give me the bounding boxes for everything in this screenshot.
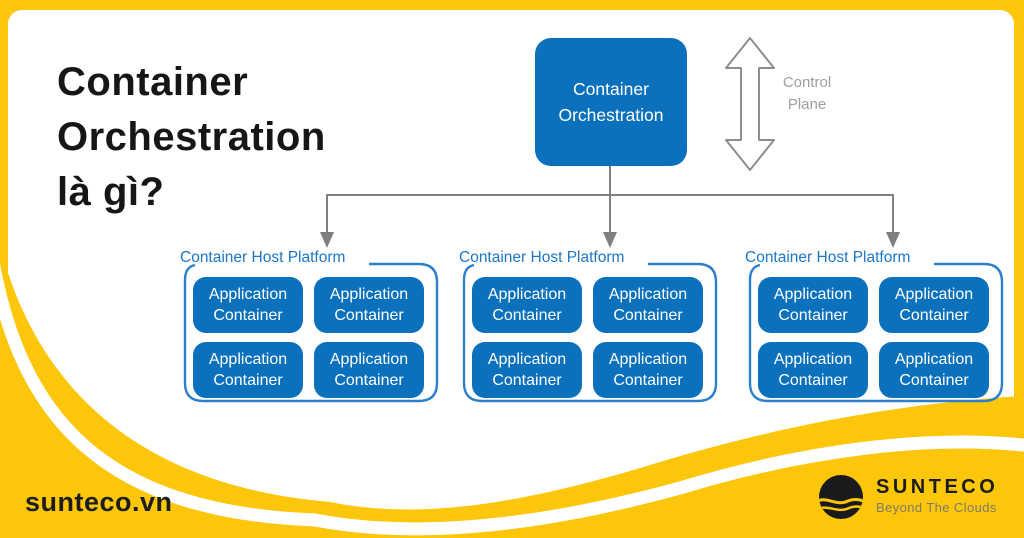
title-line-3: là gì? [57, 170, 165, 214]
host-platform-group: Container Host Platform Application Cont… [459, 249, 718, 403]
orchestrator-node: Container Orchestration [535, 38, 687, 166]
host-platform-label: Container Host Platform [745, 249, 911, 266]
app-container-node: Application Container [879, 342, 989, 398]
brand-logo: SUNTECO Beyond The Clouds [818, 474, 998, 520]
brand-tagline: Beyond The Clouds [876, 500, 997, 515]
sunteco-logo-icon [819, 475, 863, 519]
website-label: sunteco.vn [25, 487, 173, 517]
host-platform-border [748, 262, 1004, 403]
wave-white-stripe [0, 263, 1024, 536]
app-container-node: Application Container [314, 277, 424, 333]
app-container-node: Application Container [314, 342, 424, 398]
host-platform-label: Container Host Platform [459, 249, 625, 266]
app-container-node: Application Container [472, 342, 582, 398]
title-line-2: Orchestration [57, 115, 326, 159]
page-title: Container Orchestration là gì? [57, 55, 326, 220]
app-container-node: Application Container [472, 277, 582, 333]
app-container-node: Application Container [758, 277, 868, 333]
app-container-node: Application Container [193, 342, 303, 398]
app-container-node: Application Container [193, 277, 303, 333]
app-container-node: Application Container [593, 277, 703, 333]
host-platform-border [183, 262, 439, 403]
title-line-1: Container [57, 60, 249, 104]
brand-text: SUNTECO Beyond The Clouds [876, 474, 998, 515]
app-container-node: Application Container [593, 342, 703, 398]
host-platform-group: Container Host Platform Application Cont… [745, 249, 1004, 403]
host-platform-label: Container Host Platform [180, 249, 346, 266]
host-platform-group: Container Host Platform Application Cont… [180, 249, 439, 403]
double-arrow-icon [725, 37, 775, 171]
app-container-node: Application Container [879, 277, 989, 333]
orchestrator-label: Container Orchestration [558, 79, 664, 125]
app-container-node: Application Container [758, 342, 868, 398]
brand-name: SUNTECO [876, 476, 999, 498]
host-platform-border [462, 262, 718, 403]
control-plane-label: Control Plane [782, 74, 832, 113]
